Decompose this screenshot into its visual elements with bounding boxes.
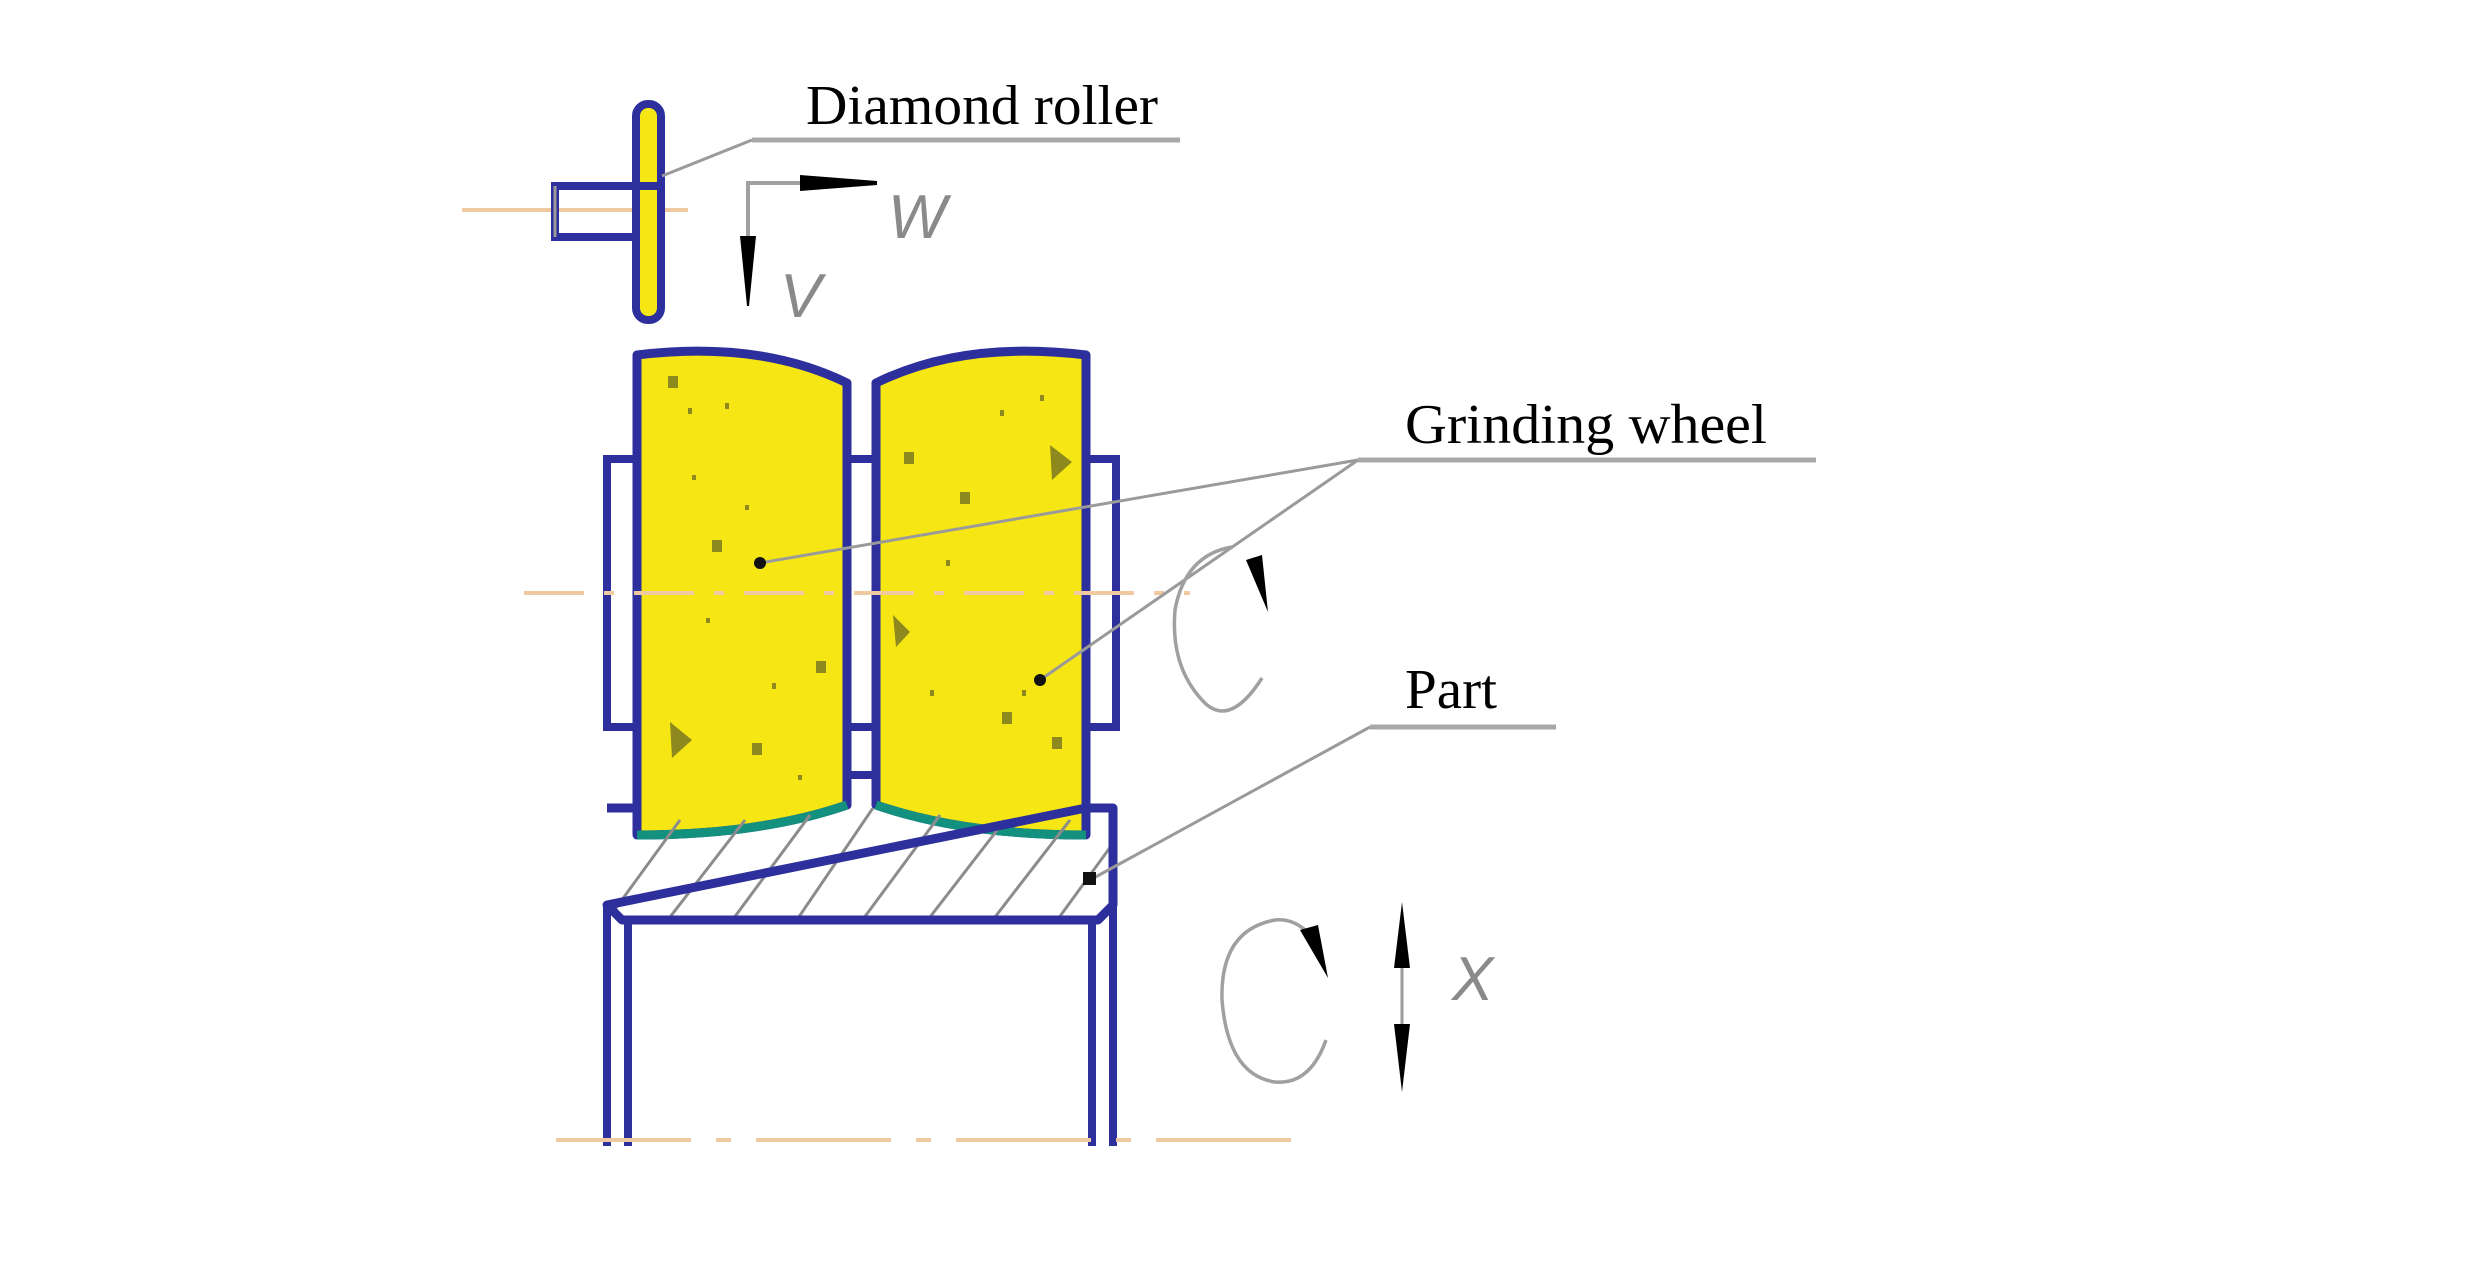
part-label: Part (1405, 659, 1497, 721)
part-leader (1089, 725, 1371, 882)
diamond-roller-callout: Diamond roller (661, 75, 1180, 178)
x-axis-arrow-up-icon (1394, 902, 1410, 968)
grinding-wheel-label: Grinding wheel (1405, 394, 1767, 456)
grinding-wheel-assembly (524, 346, 1190, 840)
part-pointer-dot (1083, 872, 1096, 885)
feed-arrow-shaft (746, 181, 800, 236)
diamond-roller-assembly (462, 100, 688, 324)
left-wheel-pointer-dot (754, 557, 766, 569)
arrow-v-icon (740, 236, 756, 306)
left-wheel-contact-band (636, 800, 849, 840)
part-callout: Part (1083, 659, 1556, 885)
arrow-w-icon (800, 175, 877, 191)
grinding-wheel-callout: Grinding wheel (754, 394, 1816, 686)
wheel-rotation-arrowhead-icon (1246, 555, 1268, 612)
wheel-rotation-arrow (1172, 545, 1268, 713)
right-wheel-pointer-dot (1034, 674, 1046, 686)
feed-w-label: W (888, 183, 952, 252)
feed-arrows: W V (740, 175, 952, 331)
part-motion: X (1220, 902, 1496, 1092)
feed-v-label: V (780, 262, 827, 331)
part-rotation-arrowhead-icon (1300, 925, 1328, 978)
diamond-roller-leader (661, 138, 753, 178)
x-axis-arrow-down-icon (1394, 1024, 1410, 1092)
axis-x-label: X (1450, 945, 1496, 1014)
abrasive-grit (668, 376, 1072, 780)
grinding-wheel-leader-right (1039, 458, 1359, 682)
diamond-roller (632, 100, 665, 324)
diamond-roller-label: Diamond roller (806, 75, 1158, 137)
part (556, 803, 1316, 1146)
part-rotation-arrow (1220, 918, 1328, 1084)
grinding-wheel-leader-left (759, 458, 1359, 565)
